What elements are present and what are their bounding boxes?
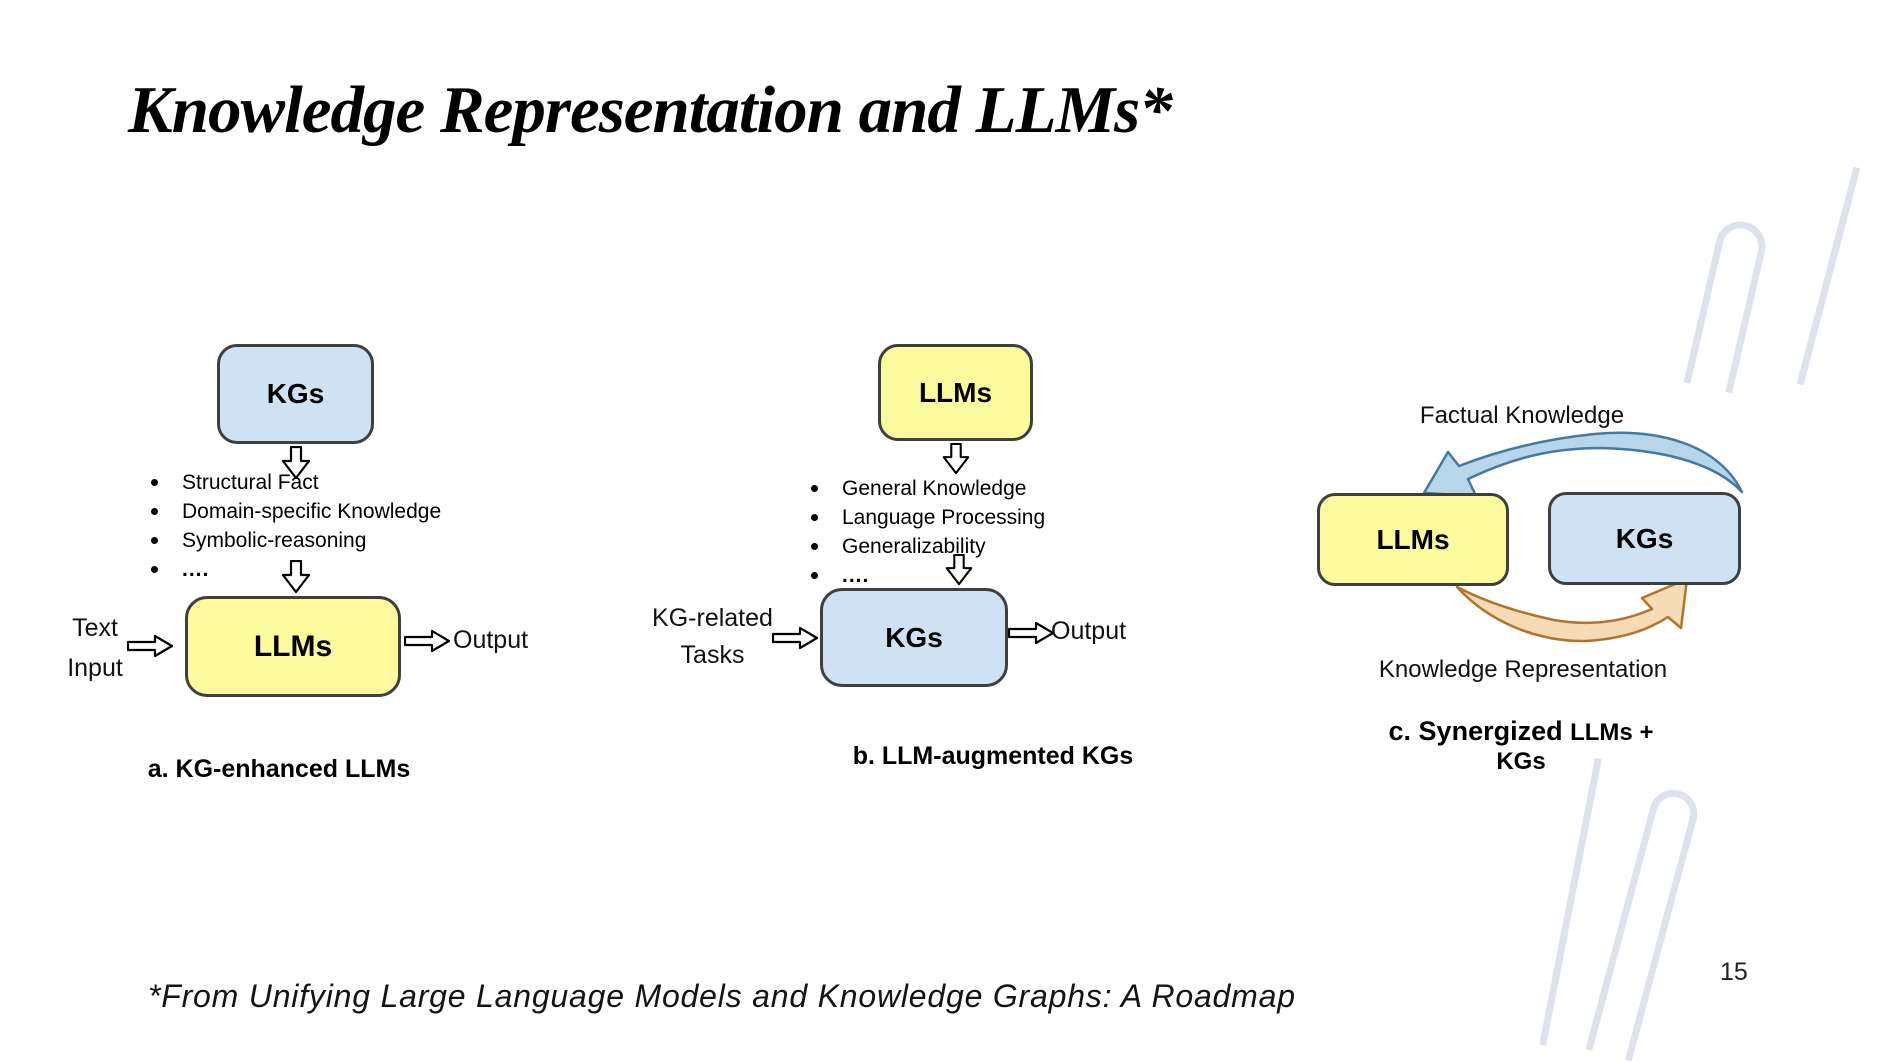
diagram-a-llms-label: LLMs — [253, 629, 333, 663]
right-block-arrow-icon — [404, 629, 450, 653]
diagram-a-input-label: Text Input — [45, 608, 145, 688]
diagram-b-input-line1: KG-related — [652, 604, 773, 632]
bullet-item: .... — [811, 561, 1151, 590]
bullet-dot-icon — [811, 543, 818, 550]
bullet-item: Language Processing — [811, 503, 1151, 532]
diagram-b-kgs-label: KGs — [885, 621, 943, 653]
bullet-text: Language Processing — [842, 506, 1046, 529]
bullet-dot-icon — [811, 572, 818, 579]
right-block-arrow-icon — [127, 634, 173, 658]
diagram-b-caption: b. LLM-augmented KGs — [852, 742, 1134, 770]
diagram-c-bottom-arrow-label: Knowledge Representation — [1378, 656, 1668, 683]
diagram-c-llms-box: LLMs — [1317, 493, 1509, 586]
diagram-a-input-line1: Text — [72, 614, 118, 642]
bullet-dot-icon — [151, 508, 158, 515]
down-block-arrow-icon — [281, 446, 311, 480]
decorative-loop-top — [1683, 216, 1771, 394]
bullet-dot-icon — [151, 479, 158, 486]
diagram-c-llms-label: LLMs — [1376, 523, 1450, 555]
bullet-text: Generalizability — [842, 535, 986, 558]
decorative-loop-bottom — [1585, 784, 1703, 1062]
bullet-dot-icon — [151, 566, 158, 573]
diagram-a-llms-box: LLMs — [185, 596, 401, 697]
page-number: 15 — [1720, 958, 1748, 986]
diagram-b-input-label: KG-related Tasks — [640, 600, 785, 674]
diagram-c-caption-rest: LLMs + KGs — [1496, 719, 1654, 775]
diagram-a-output-label: Output — [453, 626, 529, 654]
bullet-text: General Knowledge — [842, 477, 1027, 500]
diagram-c-top-arrow-label: Factual Knowledge — [1419, 402, 1625, 429]
bullet-item: General Knowledge — [811, 474, 1151, 503]
down-block-arrow-icon — [942, 443, 970, 475]
slide-title: Knowledge Representation and LLMs* — [128, 73, 1173, 147]
bullet-text: Structural Fact — [182, 471, 319, 494]
bullet-item: Symbolic-reasoning — [151, 526, 511, 555]
bullet-item: Domain-specific Knowledge — [151, 497, 511, 526]
bullet-text: Symbolic-reasoning — [182, 529, 367, 552]
factual-knowledge-curved-arrow — [1422, 431, 1744, 498]
diagram-c-kgs-label: KGs — [1615, 522, 1674, 554]
diagram-a-caption: a. KG-enhanced LLMs — [147, 755, 411, 783]
source-footnote: *From Unifying Large Language Models and… — [148, 978, 1296, 1014]
bullet-dot-icon — [811, 514, 818, 521]
right-block-arrow-icon — [772, 626, 818, 650]
diagram-c-caption: c. Synergized LLMs + KGs — [1361, 716, 1681, 776]
bullet-text: .... — [182, 558, 210, 581]
diagram-a-kgs-box: KGs — [217, 344, 374, 444]
decorative-slash-bottom — [1539, 758, 1602, 1046]
diagram-b-kgs-box: KGs — [820, 588, 1008, 687]
diagram-c-caption-prefix: c. Synergized — [1388, 716, 1571, 746]
diagram-b-llms-box: LLMs — [878, 344, 1033, 441]
bullet-item: .... — [151, 555, 511, 584]
diagram-c-kgs-box: KGs — [1548, 492, 1741, 585]
down-block-arrow-icon — [281, 560, 311, 594]
diagram-a-input-line2: Input — [67, 654, 123, 682]
decorative-slash-top — [1796, 166, 1861, 386]
diagram-c-curved-arrows — [1422, 431, 1744, 643]
diagram-b-input-line2: Tasks — [680, 641, 745, 669]
down-block-arrow-icon — [945, 554, 973, 586]
bullet-text: .... — [842, 564, 870, 587]
diagram-b-output-label: Output — [1051, 617, 1127, 645]
bullet-dot-icon — [811, 485, 818, 492]
right-block-arrow-icon — [1008, 621, 1054, 645]
diagram-b-llms-label: LLMs — [918, 376, 993, 408]
bullet-item: Generalizability — [811, 532, 1151, 561]
bullet-text: Domain-specific Knowledge — [182, 500, 442, 523]
knowledge-representation-curved-arrow — [1455, 577, 1689, 643]
bullet-dot-icon — [151, 537, 158, 544]
bullet-item: Structural Fact — [151, 468, 511, 497]
diagram-a-kgs-label: KGs — [266, 378, 325, 409]
